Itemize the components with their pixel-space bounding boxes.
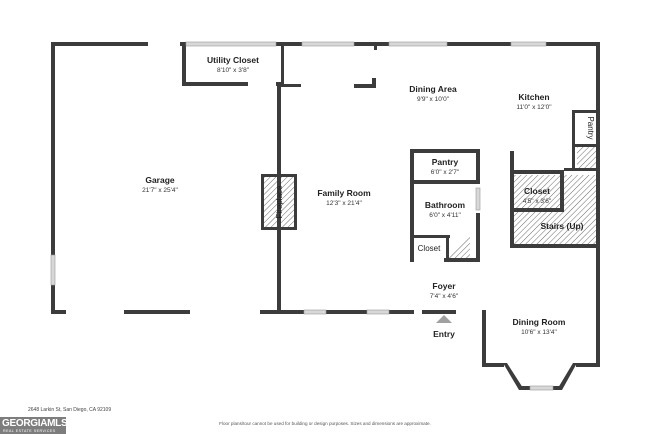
family-room-dim: 12'3" x 21'4" [326, 200, 362, 207]
closet-right-dim: 4'5" x 3'6" [523, 198, 552, 205]
pantry-dim: 6'0" x 2'7" [431, 169, 460, 176]
closet-hatch [446, 236, 470, 258]
garage-label: Garage [145, 175, 175, 185]
foyer-dim: 7'4" x 4'6" [430, 293, 459, 300]
logo-sub: REAL ESTATE SERVICES [3, 429, 56, 433]
entry-label: Entry [433, 329, 455, 339]
bathroom-dim: 6'0" x 4'11" [429, 212, 461, 219]
family-room-label: Family Room [317, 188, 371, 198]
address-text: 2648 Larkin St, San Diego, CA 92109 [28, 407, 112, 413]
disclaimer-text: Floor plans/tour cannot be used for buil… [219, 421, 431, 426]
door-openings [66, 42, 482, 314]
closet-small-label: Closet [418, 244, 441, 253]
fireplace-label: Fireplace [275, 185, 284, 218]
utility-closet-dim: 8'10" x 3'8" [217, 67, 250, 74]
entry-arrow-icon [436, 315, 452, 323]
foyer-label: Foyer [432, 281, 456, 291]
dining-room-dim: 10'6" x 13'4" [521, 329, 557, 336]
dining-room-label: Dining Room [513, 317, 566, 327]
pantry-right-label: Pantry [586, 116, 595, 139]
pantry-hatch [577, 147, 596, 171]
garage-dim: 21'7" x 25'4" [142, 187, 178, 194]
closet-right-label: Closet [524, 186, 550, 196]
bathroom-label: Bathroom [425, 200, 466, 210]
pantry-label: Pantry [432, 157, 459, 167]
kitchen-dim: 11'0" x 12'0" [516, 104, 552, 111]
utility-closet-label: Utility Closet [207, 55, 259, 65]
mls-logo: GEORGIAMLS REAL ESTATE SERVICES [0, 417, 68, 434]
logo-brand: GEORGIAMLS [2, 418, 68, 429]
stairs-label: Stairs (Up) [541, 221, 584, 231]
kitchen-label: Kitchen [518, 92, 549, 102]
dining-area-dim: 9'9" x 10'0" [417, 96, 450, 103]
dining-area-label: Dining Area [409, 84, 457, 94]
windows [50, 41, 554, 391]
